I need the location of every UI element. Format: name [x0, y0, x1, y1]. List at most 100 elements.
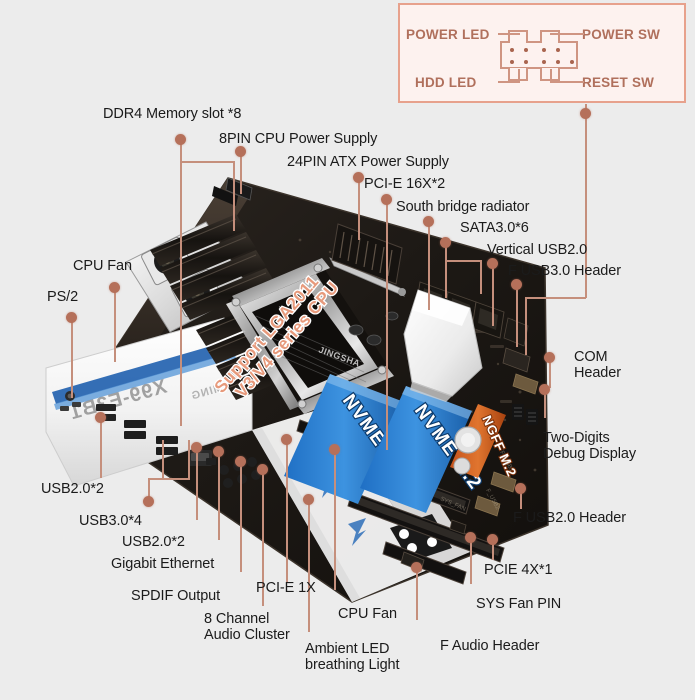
callout-dot-sys-fan-pin — [465, 532, 476, 543]
callout-dot-audio-cluster — [257, 464, 268, 475]
leader-line — [196, 448, 198, 520]
leader-line — [240, 152, 242, 194]
leader-line — [262, 470, 264, 606]
leader-line — [180, 161, 235, 163]
callout-dot-ambient-led — [303, 494, 314, 505]
callout-dot-com-header — [544, 352, 555, 363]
leader-line — [480, 260, 482, 294]
callout-label-gigabit-ethernet: Gigabit Ethernet — [111, 556, 215, 572]
leader-line — [100, 418, 102, 478]
leader-line — [445, 260, 447, 298]
leader-line — [162, 440, 164, 478]
callout-label-atx-24pin: 24PIN ATX Power Supply — [287, 154, 449, 170]
callout-dot-south-bridge — [423, 216, 434, 227]
callout-dot-usb2-rear-a — [95, 412, 106, 423]
leader-line — [218, 452, 220, 540]
leader-line — [308, 500, 310, 632]
leader-line — [525, 297, 586, 299]
pinout-label-reset-sw: RESET SW — [582, 75, 655, 90]
callout-dot-cpu-power-8pin — [235, 146, 246, 157]
leader-line — [180, 140, 182, 162]
callout-label-f-usb2-header: F USB2.0 Header — [513, 510, 626, 526]
header-pin — [510, 60, 514, 64]
callout-label-pcie-16x: PCI-E 16X*2 — [364, 176, 446, 192]
leader-line — [520, 489, 522, 509]
callout-label-pcie-4x: PCIE 4X*1 — [484, 562, 553, 578]
header-pin — [556, 48, 560, 52]
leader-line — [233, 161, 235, 231]
pinout-leader-line — [518, 69, 520, 82]
leader-line — [240, 462, 242, 572]
leader-line — [516, 285, 518, 347]
callout-label-vertical-usb2: Vertical USB2.0 — [487, 242, 588, 258]
header-pin — [570, 60, 574, 64]
pin-tab-power-led — [508, 30, 528, 43]
callout-label-usb3-rear: USB3.0*4 — [79, 513, 142, 529]
callout-dot-gigabit-ethernet — [213, 446, 224, 457]
callout-dot-f-usb3-header — [511, 279, 522, 290]
callout-dot-f-audio-header — [411, 562, 422, 573]
leader-line — [148, 478, 190, 480]
leader-line — [445, 260, 481, 262]
callout-label-cpu-power-8pin: 8PIN CPU Power Supply — [219, 131, 378, 147]
pinout-label-hdd-led: HDD LED — [415, 75, 477, 90]
callout-label-ddr4: DDR4 Memory slot *8 — [103, 106, 242, 122]
callout-dot-spdif-output — [235, 456, 246, 467]
leader-line — [188, 440, 190, 478]
pinout-leader-line — [498, 33, 520, 35]
callout-dot-pcie-1x — [281, 434, 292, 445]
callout-dot-pinout-link — [580, 108, 591, 119]
header-pin — [524, 48, 528, 52]
leader-line — [386, 200, 388, 450]
callout-dot-sata3 — [440, 237, 451, 248]
callout-label-sys-fan-pin: SYS Fan PIN — [476, 596, 562, 612]
callout-dot-usb3-rear — [143, 496, 154, 507]
callout-label-f-audio-header: F Audio Header — [440, 638, 540, 654]
callout-label-usb2-rear-a: USB2.0*2 — [41, 481, 104, 497]
pin-header-body — [500, 41, 578, 69]
leader-line — [544, 390, 546, 418]
callout-dot-usb2-rear-b — [191, 442, 202, 453]
header-pin — [510, 48, 514, 52]
callout-dot-vertical-usb2 — [487, 258, 498, 269]
callout-label-south-bridge: South bridge radiator — [396, 199, 530, 215]
callout-dot-pcie-4x — [487, 534, 498, 545]
callout-dot-cpu-fan-top — [109, 282, 120, 293]
callout-label-f-usb3-header: F USB3.0 Header — [508, 263, 621, 279]
callout-label-audio-cluster: 8 Channel Audio Cluster — [204, 611, 290, 644]
callout-label-usb2-rear-b: USB2.0*2 — [122, 534, 185, 550]
leader-line — [334, 450, 336, 590]
front-panel-header-pinout-diagram: POWER LED POWER SW HDD LED RESET SW — [398, 3, 686, 103]
header-pin — [542, 48, 546, 52]
callout-label-com-header: COM Header — [574, 349, 621, 382]
leader-line — [492, 540, 494, 560]
callout-label-sata3: SATA3.0*6 — [460, 220, 529, 236]
pinout-leader-line — [498, 81, 520, 83]
header-pin — [556, 60, 560, 64]
pin-tab-power-sw — [540, 30, 560, 43]
callout-label-ps2: PS/2 — [47, 289, 79, 305]
pinout-leader-line — [550, 81, 584, 83]
leader-line — [416, 568, 418, 620]
pinout-leader-line — [550, 69, 552, 82]
header-pin — [542, 60, 546, 64]
callout-label-cpu-fan-bottom: CPU Fan — [338, 606, 397, 622]
callout-label-debug-display: Two-Digits Debug Display — [543, 430, 636, 463]
leader-line — [549, 358, 551, 388]
callout-dot-ddr4 — [175, 134, 186, 145]
leader-line — [71, 318, 73, 398]
leader-line — [180, 161, 182, 426]
callout-dot-atx-24pin — [353, 172, 364, 183]
leader-line — [428, 222, 430, 310]
callout-dot-cpu-fan-bottom — [329, 444, 340, 455]
leader-line — [114, 288, 116, 362]
pinout-label-power-led: POWER LED — [406, 27, 490, 42]
leader-line — [585, 104, 587, 298]
callout-label-spdif-output: SPDIF Output — [131, 588, 221, 604]
pinout-leader-line — [550, 33, 584, 35]
pinout-label-power-sw: POWER SW — [582, 27, 661, 42]
leader-line — [525, 297, 527, 355]
leader-line — [470, 538, 472, 584]
